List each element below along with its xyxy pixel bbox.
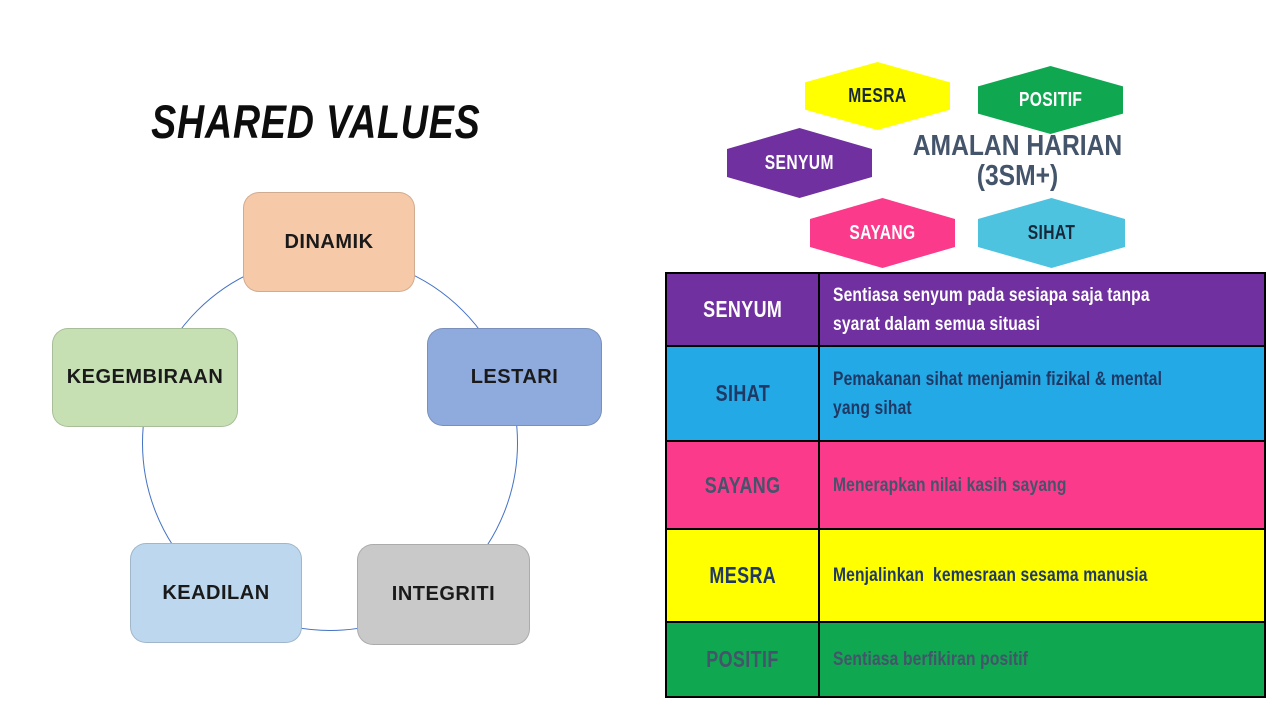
table-cell-label: SAYANG (667, 442, 820, 528)
amalan-harian-title-line2: (3SM+) (976, 160, 1059, 192)
table-cell-description: Menerapkan nilai kasih sayang (820, 442, 1264, 528)
table-row-senyum: SENYUM Sentiasa senyum pada sesiapa saja… (667, 274, 1264, 345)
row-description: Sentiasa berfikiran positif (833, 648, 1029, 670)
value-box-kegembiraan: KEGEMBIRAAN (52, 328, 238, 427)
hexagon-sihat: SIHAT (978, 198, 1125, 268)
table-cell-description: Sentiasa senyum pada sesiapa saja tanpa … (820, 274, 1264, 345)
hexagon-positif: POSITIF (978, 66, 1123, 134)
value-label-keadilan: KEADILAN (162, 581, 270, 604)
hexagon-mesra: MESRA (805, 62, 950, 130)
page-title: SHARED VALUES (110, 94, 510, 149)
row-label: SENYUM (702, 296, 783, 322)
row-description: Menjalinkan kemesraan sesama manusia (833, 564, 1148, 586)
table-row-mesra: MESRA Menjalinkan kemesraan sesama manus… (667, 528, 1264, 621)
table-cell-label: MESRA (667, 530, 820, 621)
hexagon-label-mesra: MESRA (848, 84, 907, 107)
row-label: SAYANG (704, 471, 781, 498)
table-row-positif: POSITIF Sentiasa berfikiran positif (667, 621, 1264, 696)
hexagon-label-sayang: SAYANG (849, 221, 916, 244)
value-box-keadilan: KEADILAN (130, 543, 302, 643)
hexagon-senyum: SENYUM (727, 128, 872, 198)
value-box-dinamik: DINAMIK (243, 192, 415, 292)
amalan-harian-title: AMALAN HARIAN (3SM+) (890, 131, 1145, 191)
row-description: Menerapkan nilai kasih sayang (833, 473, 1067, 496)
hexagon-label-sihat: SIHAT (1027, 221, 1076, 244)
table-cell-label: SIHAT (667, 347, 820, 440)
hexagon-label-senyum: SENYUM (764, 151, 835, 174)
page-title-text: SHARED VALUES (151, 95, 481, 148)
row-label: MESRA (709, 562, 776, 588)
value-label-dinamik: DINAMIK (284, 230, 374, 253)
row-label: SIHAT (715, 380, 770, 406)
hexagon-sayang: SAYANG (810, 198, 955, 268)
value-box-integriti: INTEGRITI (357, 544, 530, 645)
values-table: SENYUM Sentiasa senyum pada sesiapa saja… (665, 272, 1266, 698)
value-label-kegembiraan: KEGEMBIRAAN (66, 366, 224, 388)
row-description: Pemakanan sihat menjamin fizikal & menta… (833, 367, 1167, 419)
amalan-harian-title-line1: AMALAN HARIAN (912, 130, 1123, 162)
table-cell-description: Menjalinkan kemesraan sesama manusia (820, 530, 1264, 621)
table-row-sayang: SAYANG Menerapkan nilai kasih sayang (667, 440, 1264, 528)
value-label-lestari: LESTARI (470, 365, 559, 388)
table-cell-label: POSITIF (667, 623, 820, 696)
table-cell-label: SENYUM (667, 274, 820, 345)
table-cell-description: Pemakanan sihat menjamin fizikal & menta… (820, 347, 1264, 440)
table-cell-description: Sentiasa berfikiran positif (820, 623, 1264, 696)
value-box-lestari: LESTARI (427, 328, 602, 426)
row-description: Sentiasa senyum pada sesiapa saja tanpa … (833, 283, 1155, 335)
row-label: POSITIF (706, 646, 779, 672)
table-row-sihat: SIHAT Pemakanan sihat menjamin fizikal &… (667, 345, 1264, 440)
value-label-integriti: INTEGRITI (391, 583, 496, 605)
hexagon-label-positif: POSITIF (1018, 88, 1083, 111)
